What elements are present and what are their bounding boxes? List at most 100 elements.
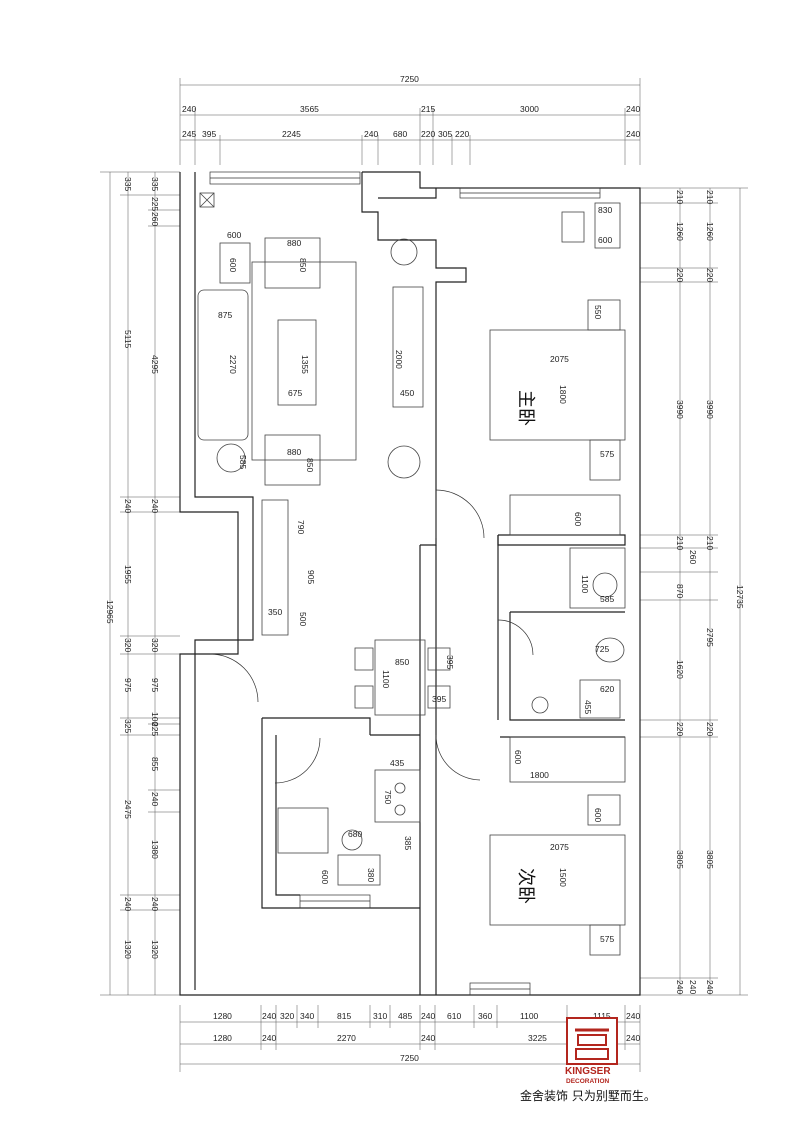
- dimension-label: 350: [268, 607, 282, 617]
- dim-left-inner: 225: [150, 722, 160, 736]
- dimension-label: 600: [228, 258, 238, 272]
- dining-area: 850 1100 395 395: [354, 639, 455, 716]
- dim-left-inner: 855: [150, 757, 160, 771]
- dim-bottom-r1: 240: [626, 1011, 640, 1021]
- dim-bottom-r1: 340: [300, 1011, 314, 1021]
- dim-right-outer: 220: [705, 722, 715, 736]
- left-dimensions: 12965 335 5115 240 1955 320 975 325 2475…: [100, 171, 180, 996]
- living-room: 600 600 880 850 875 2270 1355 675 880 85…: [197, 192, 424, 486]
- dimension-label: 1100: [381, 670, 391, 689]
- dim-top-r3: 2245: [282, 129, 301, 139]
- dim-left-outer: 975: [123, 678, 133, 692]
- second-bedroom: 600 1800 600 2075 1500 次卧 575: [489, 736, 626, 956]
- dimension-label: 1500: [558, 868, 568, 887]
- dim-right-outer: 220: [705, 268, 715, 282]
- dimension-label: 1100: [580, 575, 590, 594]
- dimension-label: 600: [573, 512, 583, 526]
- dimension-label: 725: [595, 644, 609, 654]
- dim-top-r3: 245: [182, 129, 196, 139]
- dim-left-outer: 240: [123, 499, 133, 513]
- dim-left-inner: 4295: [150, 355, 160, 374]
- dimension-label: 600: [593, 808, 603, 822]
- dim-right-outer: 240: [705, 980, 715, 994]
- dim-bottom-r1: 240: [262, 1011, 276, 1021]
- right-dimensions: 12735 210 1260 220 3990 210 870 1620 220…: [640, 187, 748, 996]
- dimension-label: 550: [593, 305, 603, 319]
- doors: [209, 489, 534, 784]
- dimension-label: 830: [598, 205, 612, 215]
- dimension-label: 395: [432, 694, 446, 704]
- dimension-label: 600: [598, 235, 612, 245]
- dim-top-r3: 395: [202, 129, 216, 139]
- room-label-second: 次卧: [515, 868, 536, 904]
- dimension-label: 680: [348, 829, 362, 839]
- dim-left-outer: 1320: [123, 940, 133, 959]
- dim-left-inner: 320: [150, 638, 160, 652]
- dimension-label: 790: [296, 520, 306, 534]
- dim-left-inner: 1320: [150, 940, 160, 959]
- dim-bottom-r1: 485: [398, 1011, 412, 1021]
- dim-top-r2: 240: [626, 104, 640, 114]
- dim-left-outer: 240: [123, 897, 133, 911]
- brand-name: KINGSER: [565, 1066, 611, 1077]
- dimension-label: 880: [287, 238, 301, 248]
- dim-left-total: 12965: [105, 600, 115, 624]
- dimension-label: 600: [227, 230, 241, 240]
- dimension-label: 575: [600, 449, 614, 459]
- dimension-label: 1800: [530, 770, 549, 780]
- dim-right-outer: 1260: [705, 222, 715, 241]
- dimension-label: 2075: [550, 842, 569, 852]
- bathroom: 1100 585 725 620 455: [531, 547, 626, 719]
- dim-right-extra: 240: [688, 980, 698, 994]
- dim-bottom-r1: 240: [421, 1011, 435, 1021]
- dim-left-outer: 2475: [123, 800, 133, 819]
- dim-left-outer: 5115: [123, 330, 133, 349]
- master-bedroom: 830 600 550 2075 1800 主卧 575 600: [489, 202, 626, 536]
- dimension-label: 675: [288, 388, 302, 398]
- dimension-label: 620: [600, 684, 614, 694]
- dim-left-inner: 240: [150, 897, 160, 911]
- dimension-label: 600: [320, 870, 330, 884]
- dimension-label: 585: [600, 594, 614, 604]
- dim-top-r3: 240: [626, 129, 640, 139]
- dim-right-inner: 1260: [675, 222, 685, 241]
- dim-bottom-r1: 1280: [213, 1011, 232, 1021]
- dim-right-inner: 240: [675, 980, 685, 994]
- dim-bottom-r1: 310: [373, 1011, 387, 1021]
- dim-bottom-r1: 610: [447, 1011, 461, 1021]
- dimension-label: 1800: [558, 385, 568, 404]
- dim-left-outer: 1955: [123, 565, 133, 584]
- dim-right-outer: 210: [705, 536, 715, 550]
- dim-right-inner: 870: [675, 584, 685, 598]
- dim-bottom-r2: 3225: [528, 1033, 547, 1043]
- dim-top-r3: 220: [455, 129, 469, 139]
- dim-top-r2: 3565: [300, 104, 319, 114]
- dim-bottom-r2: 240: [626, 1033, 640, 1043]
- dim-right-inner: 210: [675, 190, 685, 204]
- dim-bottom-r2: 240: [262, 1033, 276, 1043]
- dim-top-r3: 240: [364, 129, 378, 139]
- dimension-label: 455: [583, 700, 593, 714]
- dim-top-r2: 3000: [520, 104, 539, 114]
- dim-left-outer: 325: [123, 719, 133, 733]
- dim-bottom-total: 7250: [400, 1053, 419, 1063]
- room-label-master: 主卧: [515, 390, 536, 426]
- dimension-label: 850: [298, 258, 308, 272]
- dim-bottom-r1: 360: [478, 1011, 492, 1021]
- dimension-label: 600: [513, 750, 523, 764]
- dimension-label: 585: [238, 455, 248, 469]
- dim-left-inner: 100: [150, 712, 160, 726]
- dimension-label: 875: [218, 310, 232, 320]
- dimension-label: 1355: [300, 355, 310, 374]
- storage-cabinet: 790 905 350 500: [261, 499, 316, 636]
- dimension-label: 850: [305, 458, 315, 472]
- brand-logo: KINGSER DECORATION: [565, 1017, 618, 1085]
- dim-bottom-r2: 2270: [337, 1033, 356, 1043]
- walls: [179, 171, 641, 996]
- dim-left-inner: 240: [150, 792, 160, 806]
- brand-slogan: 金舍装饰 只为别墅而生。: [520, 1088, 656, 1103]
- top-dimensions: 7250 240 3565 215 3000 240 245 395 2245 …: [179, 74, 640, 165]
- dimension-label: 395: [445, 655, 455, 669]
- bottom-dimensions: 1280 240 320 340 815 310 485 240 610 360…: [179, 1005, 640, 1072]
